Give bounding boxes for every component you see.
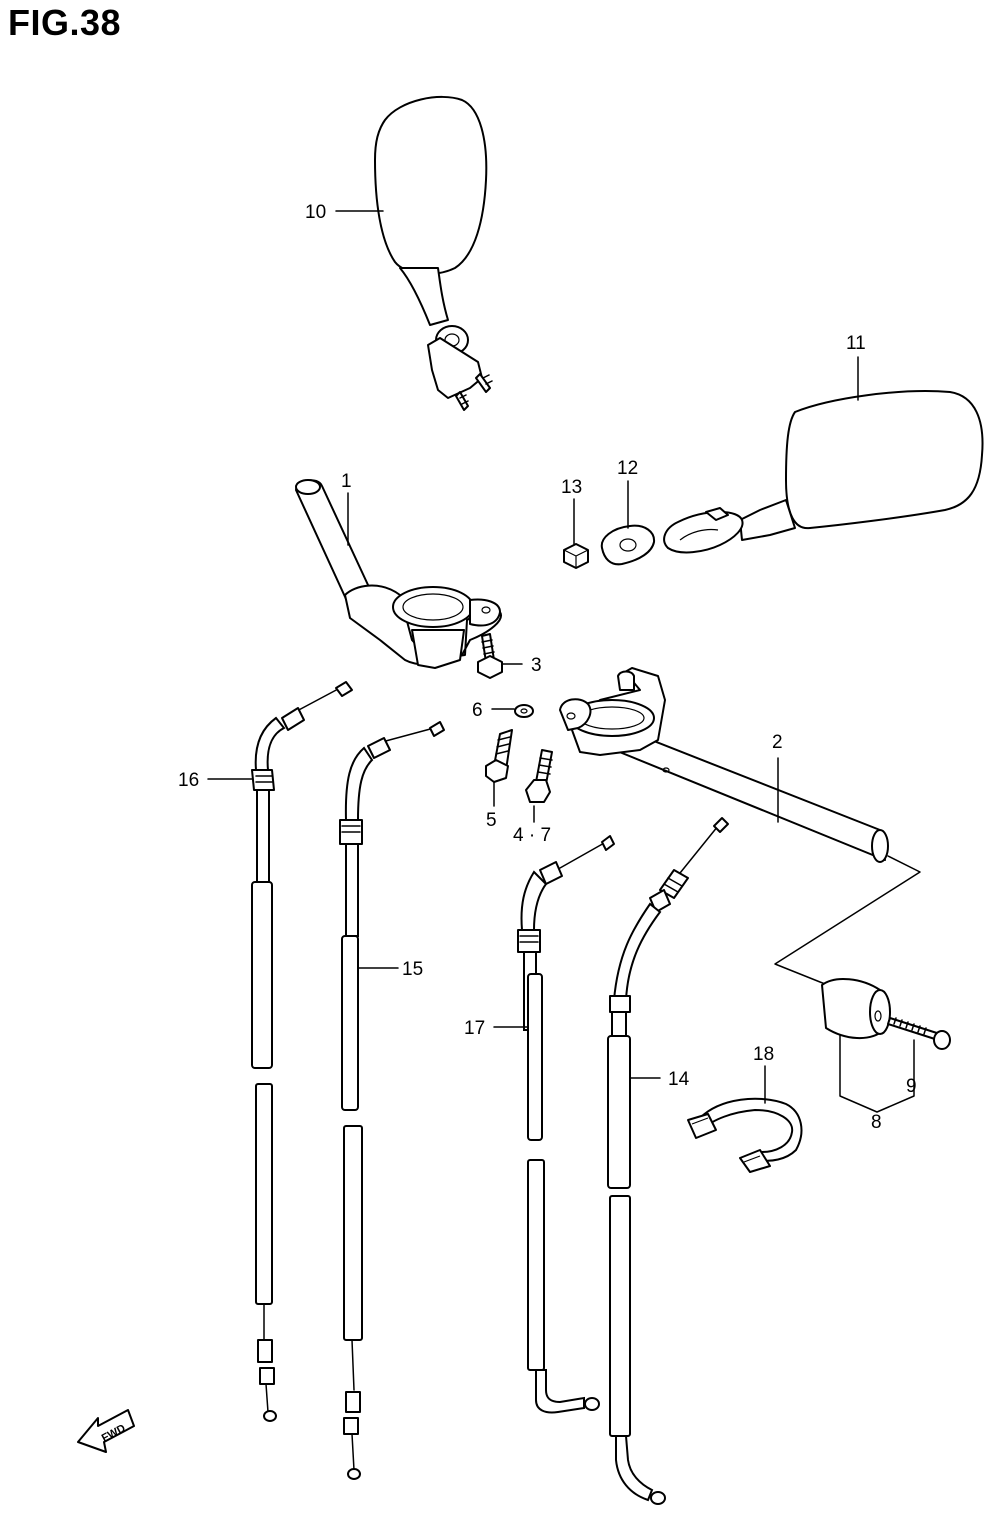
label-1: 1	[341, 471, 352, 492]
mirror-nut	[563, 543, 589, 569]
label-13: 13	[561, 477, 582, 498]
cable-clamp	[687, 1097, 803, 1173]
bolt-5	[485, 729, 513, 783]
label-17: 17	[464, 1018, 485, 1039]
label-12: 12	[617, 458, 638, 479]
bar-end-weight	[821, 978, 891, 1040]
bar-end-screw	[887, 1017, 951, 1050]
left-handlebar	[295, 479, 502, 669]
label-11: 11	[846, 333, 866, 354]
label-18: 18	[753, 1044, 774, 1065]
label-3: 3	[531, 655, 542, 676]
label-6: 6	[472, 700, 483, 721]
throttle-cable-15	[339, 721, 445, 1480]
figure-title: FIG.38	[8, 2, 122, 43]
right-mirror	[663, 390, 984, 554]
bolt-4-7	[525, 749, 553, 803]
label-2: 2	[772, 732, 783, 753]
fwd-arrow-icon: FWD	[77, 1409, 135, 1453]
label-9: 9	[906, 1076, 917, 1097]
label-5: 5	[486, 810, 497, 831]
cable-17	[517, 835, 615, 1414]
label-4-7: 4 · 7	[513, 825, 551, 846]
handlebar-bolt	[477, 633, 503, 679]
label-14: 14	[668, 1069, 690, 1090]
label-15: 15	[402, 959, 423, 980]
clutch-cable-14	[607, 817, 729, 1505]
left-mirror	[374, 96, 493, 411]
right-handlebar	[559, 667, 889, 863]
throttle-cable-16	[251, 681, 353, 1422]
mirror-adapter-plate	[600, 524, 656, 566]
washer	[514, 704, 534, 718]
label-10: 10	[305, 202, 326, 223]
leader-8-9	[839, 1034, 915, 1113]
assembly-leader	[774, 855, 921, 991]
label-16: 16	[178, 770, 199, 791]
label-8: 8	[871, 1112, 882, 1133]
